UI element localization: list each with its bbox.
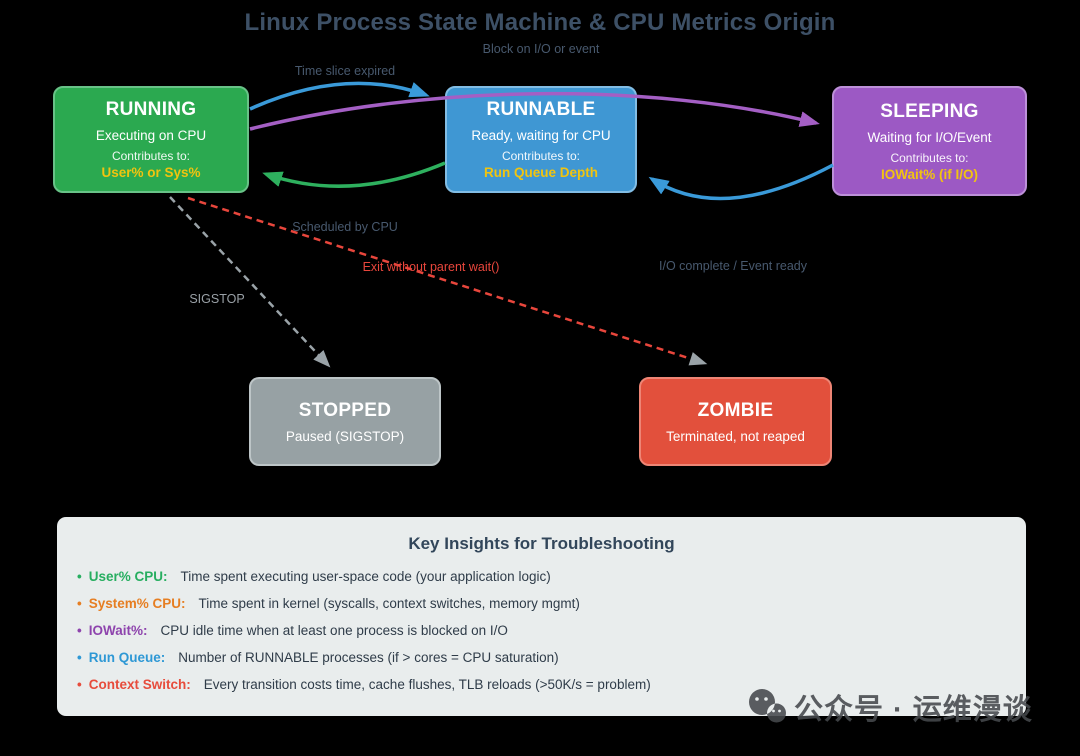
bullet-icon: • [77, 569, 82, 584]
state-box-zombie: ZOMBIE Terminated, not reaped [639, 377, 832, 466]
state-contributes-value: IOWait% (if I/O) [881, 166, 978, 182]
state-contributes-value: User% or Sys% [101, 165, 201, 180]
state-subtitle: Terminated, not reaped [666, 428, 805, 444]
insight-text: CPU idle time when at least one process … [160, 623, 508, 638]
page-title: Linux Process State Machine & CPU Metric… [244, 9, 836, 36]
state-subtitle: Executing on CPU [95, 128, 207, 143]
edge-label-time-slice-expired: Time slice expired [294, 64, 396, 78]
state-contributes-label: Contributes to: [501, 149, 581, 163]
state-box-stopped: STOPPED Paused (SIGSTOP) [249, 377, 441, 466]
watermark: 公众号 · 运维漫谈 [746, 686, 1033, 728]
key-insights-panel: Key Insights for Troubleshooting • User% … [57, 517, 1026, 716]
state-box-runnable: RUNNABLE Ready, waiting for CPU Contribu… [445, 86, 637, 193]
insight-label: System% CPU: [88, 596, 186, 611]
insights-title: Key Insights for Troubleshooting [408, 534, 675, 553]
state-title: RUNNING [105, 99, 197, 120]
edge-time-slice-expired [249, 81, 430, 111]
state-subtitle: Waiting for I/O/Event [867, 129, 992, 145]
bullet-icon: • [77, 596, 82, 611]
bullet-icon: • [77, 677, 82, 692]
state-box-sleeping: SLEEPING Waiting for I/O/Event Contribut… [832, 86, 1027, 196]
edge-label-block-on-io: Block on I/O or event [482, 42, 600, 56]
state-box-running: RUNNING Executing on CPU Contributes to:… [53, 86, 249, 193]
edge-exit-without-wait [187, 196, 708, 366]
state-contributes-value: Run Queue Depth [484, 165, 598, 180]
bullet-icon: • [77, 650, 82, 665]
edge-scheduled-by-cpu [262, 161, 446, 188]
insight-label: User% CPU: [88, 569, 168, 584]
state-title: ZOMBIE [697, 399, 774, 421]
insight-text: Every transition costs time, cache flush… [203, 677, 651, 692]
edge-io-complete [648, 163, 834, 201]
insight-row-user-cpu: • User% CPU: Time spent executing user-spa… [77, 568, 551, 585]
insight-text: Time spent in kernel (syscalls, context … [198, 596, 580, 611]
edge-label-scheduled-by-cpu: Scheduled by CPU [292, 220, 398, 234]
bullet-icon: • [77, 623, 82, 638]
state-title: STOPPED [298, 399, 392, 421]
state-subtitle: Ready, waiting for CPU [471, 128, 611, 143]
edge-label-io-complete: I/O complete / Event ready [659, 259, 807, 273]
watermark-text: 公众号 · 运维漫谈 [794, 694, 1033, 726]
insight-row-system-cpu: • System% CPU: Time spent in kernel (sysca… [77, 595, 580, 612]
state-title: SLEEPING [880, 100, 979, 122]
insight-label: IOWait%: [88, 623, 148, 638]
insight-text: Number of RUNNABLE processes (if > cores… [178, 650, 559, 665]
insight-text: Time spent executing user-space code (yo… [180, 569, 551, 584]
state-contributes-label: Contributes to: [111, 149, 191, 163]
edge-label-exit-without-wait: Exit without parent wait() [362, 260, 500, 274]
state-subtitle: Paused (SIGSTOP) [285, 428, 405, 444]
insight-label: Run Queue: [88, 650, 166, 665]
insight-row-run-queue: • Run Queue: Number of RUNNABLE processes … [77, 649, 559, 666]
state-title: RUNNABLE [486, 99, 596, 120]
insight-label: Context Switch: [88, 677, 191, 692]
wechat-icon [749, 689, 786, 723]
insight-row-context-switch: • Context Switch: Every transition costs t… [77, 676, 651, 693]
edge-label-sigstop: SIGSTOP [189, 292, 245, 306]
state-contributes-label: Contributes to: [890, 150, 969, 165]
insight-row-iowait: • IOWait%: CPU idle time when at least one… [77, 622, 508, 639]
